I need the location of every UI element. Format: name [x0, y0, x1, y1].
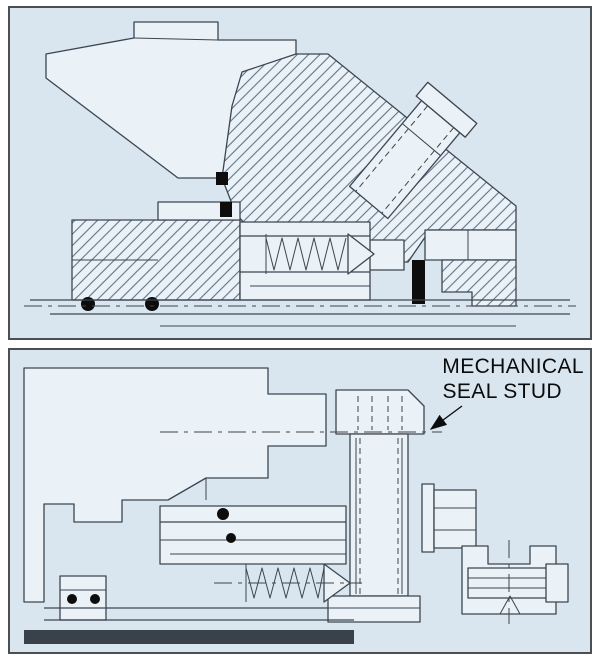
- o-ring: [216, 172, 228, 185]
- o-ring: [90, 594, 100, 604]
- mechanical-seal-stud-label: MECHANICAL SEAL STUD: [442, 354, 584, 404]
- nut: [545, 563, 569, 603]
- upper-cross-section-panel: [8, 6, 592, 340]
- label-line-2: SEAL STUD: [442, 380, 562, 403]
- label-line-1: MECHANICAL: [442, 355, 584, 378]
- washer: [421, 483, 435, 553]
- o-ring: [81, 297, 95, 311]
- shaft-dark-band: [24, 630, 354, 644]
- seal-spring: [265, 234, 347, 274]
- mechanical-seal-stud: [335, 389, 425, 435]
- o-ring: [217, 508, 229, 520]
- upper-seal-drawing: [24, 21, 576, 327]
- o-ring: [145, 297, 159, 311]
- lower-seal-drawing: [23, 367, 569, 644]
- o-ring: [67, 594, 77, 604]
- seal-ring: [412, 260, 425, 304]
- bolt-head: [433, 489, 477, 549]
- drive-cone: [347, 233, 375, 275]
- o-ring: [226, 533, 236, 543]
- o-ring: [220, 202, 232, 217]
- angled-stud: [348, 81, 478, 220]
- bracket-bolt: [467, 567, 555, 599]
- seal-spring: [245, 564, 325, 602]
- gland-plate: [159, 505, 347, 565]
- leader-line: [429, 405, 463, 430]
- pump-casing: [23, 367, 327, 603]
- lower-cross-section-panel: MECHANICAL SEAL STUD: [8, 348, 592, 654]
- right-gland-hatched: [441, 259, 517, 307]
